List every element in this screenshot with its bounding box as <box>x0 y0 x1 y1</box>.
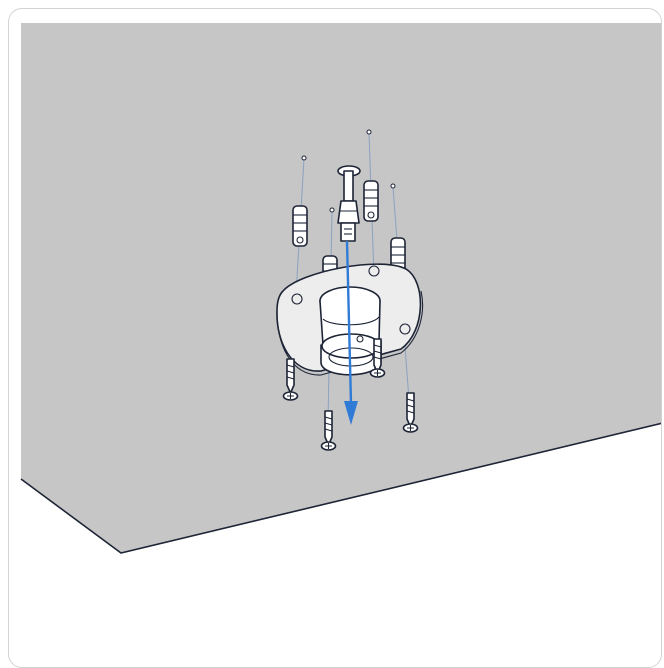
direction-arrow <box>344 240 358 425</box>
bracket-hole <box>368 265 380 277</box>
ceiling-edge <box>20 422 661 554</box>
installation-diagram <box>20 23 661 554</box>
network-cable <box>337 170 360 242</box>
screw <box>369 338 386 378</box>
illustration-frame <box>8 8 662 668</box>
wall-anchor <box>292 205 308 247</box>
bracket-hole <box>291 293 303 305</box>
screw <box>402 392 419 433</box>
wall-anchor <box>363 180 379 222</box>
screw <box>320 410 337 451</box>
bracket-hole <box>399 323 411 335</box>
screw <box>282 358 299 401</box>
drill-point-dots <box>301 129 396 213</box>
